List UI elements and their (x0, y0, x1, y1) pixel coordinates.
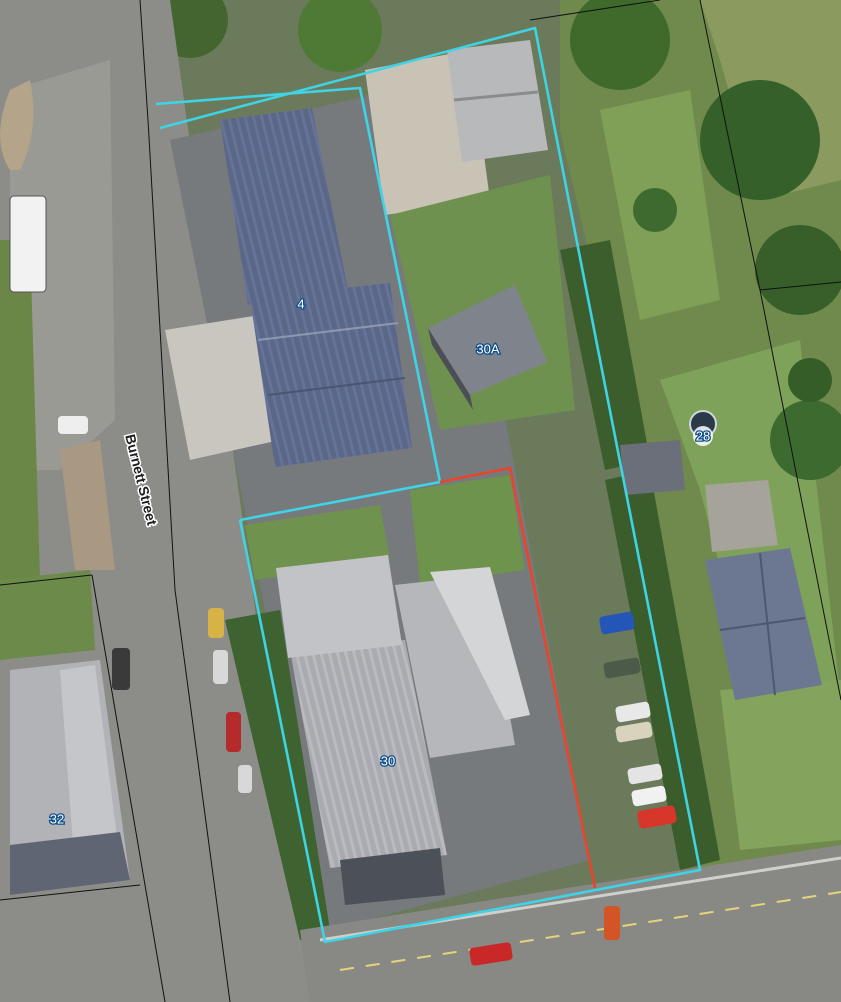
parked-car (58, 416, 88, 434)
paved-yard (705, 480, 778, 552)
landscaped-median (0, 80, 34, 170)
building-32-roof-ridge (60, 665, 120, 870)
roof-joint (267, 377, 406, 396)
building-30-porch (340, 848, 445, 905)
house-ridge (719, 617, 806, 631)
parked-car (615, 701, 651, 723)
tree (788, 358, 832, 402)
road-car (469, 942, 513, 966)
building-4-roof-upper (220, 108, 348, 305)
lawn-lot-middle (410, 475, 525, 585)
parcel-label-4: 4 (297, 296, 304, 311)
road-car (604, 906, 620, 940)
parcel-label-30: 30 (381, 753, 395, 768)
building-30-roof-main (290, 640, 447, 868)
tree (755, 225, 841, 315)
tree (770, 400, 841, 480)
tree (570, 0, 670, 90)
tree (700, 80, 820, 200)
building-30a-roof (428, 285, 547, 395)
building-4-roof-lower (250, 283, 412, 467)
median-strip (60, 440, 115, 570)
lot-4-boundary[interactable] (155, 86, 442, 522)
parked-car (615, 721, 653, 743)
shed-ridge (453, 90, 539, 102)
parking-lot-left (10, 60, 115, 470)
parcel-label-32: 32 (50, 811, 64, 826)
parked-car (208, 608, 224, 638)
parked-car (631, 785, 667, 807)
road-lane-line (339, 891, 841, 971)
house-ridge (759, 552, 776, 696)
main-road (300, 845, 841, 1002)
parcel-label-28: 28 (696, 428, 710, 443)
lawn-left-lower (0, 570, 95, 660)
building-32-dark (10, 832, 130, 895)
bus (9, 195, 47, 293)
parked-car (627, 763, 663, 785)
shed-north-roof (447, 40, 548, 162)
lawn-bottom-right (720, 680, 841, 850)
tree (633, 188, 677, 232)
highlight-boundaries[interactable] (155, 26, 702, 944)
parked-car (637, 805, 677, 829)
parcel-marker-28 (693, 426, 713, 446)
parked-car (603, 657, 641, 679)
parked-car (213, 650, 228, 684)
parked-car (599, 611, 635, 635)
tree (298, 0, 382, 72)
hedge-right (560, 240, 650, 470)
building-30a-shadow (428, 328, 473, 410)
shed-28-roof (620, 440, 685, 495)
lawn-left (0, 240, 40, 580)
parked-car (226, 712, 241, 752)
building-30-annex (430, 567, 530, 720)
parked-car (112, 648, 130, 690)
parked-car (238, 765, 252, 793)
hedge-left (225, 610, 330, 940)
building-30-roof-front (276, 555, 402, 658)
concrete-apron (165, 315, 280, 460)
hedge-far-right (605, 470, 720, 870)
parcel-labels: 4 30A 28 30 32 (48, 295, 713, 828)
outer-lot-boundary[interactable] (159, 26, 702, 944)
roof-joint (257, 322, 399, 341)
parcel-label-30a: 30A (476, 341, 499, 356)
lot-30-boundary[interactable] (439, 466, 597, 889)
